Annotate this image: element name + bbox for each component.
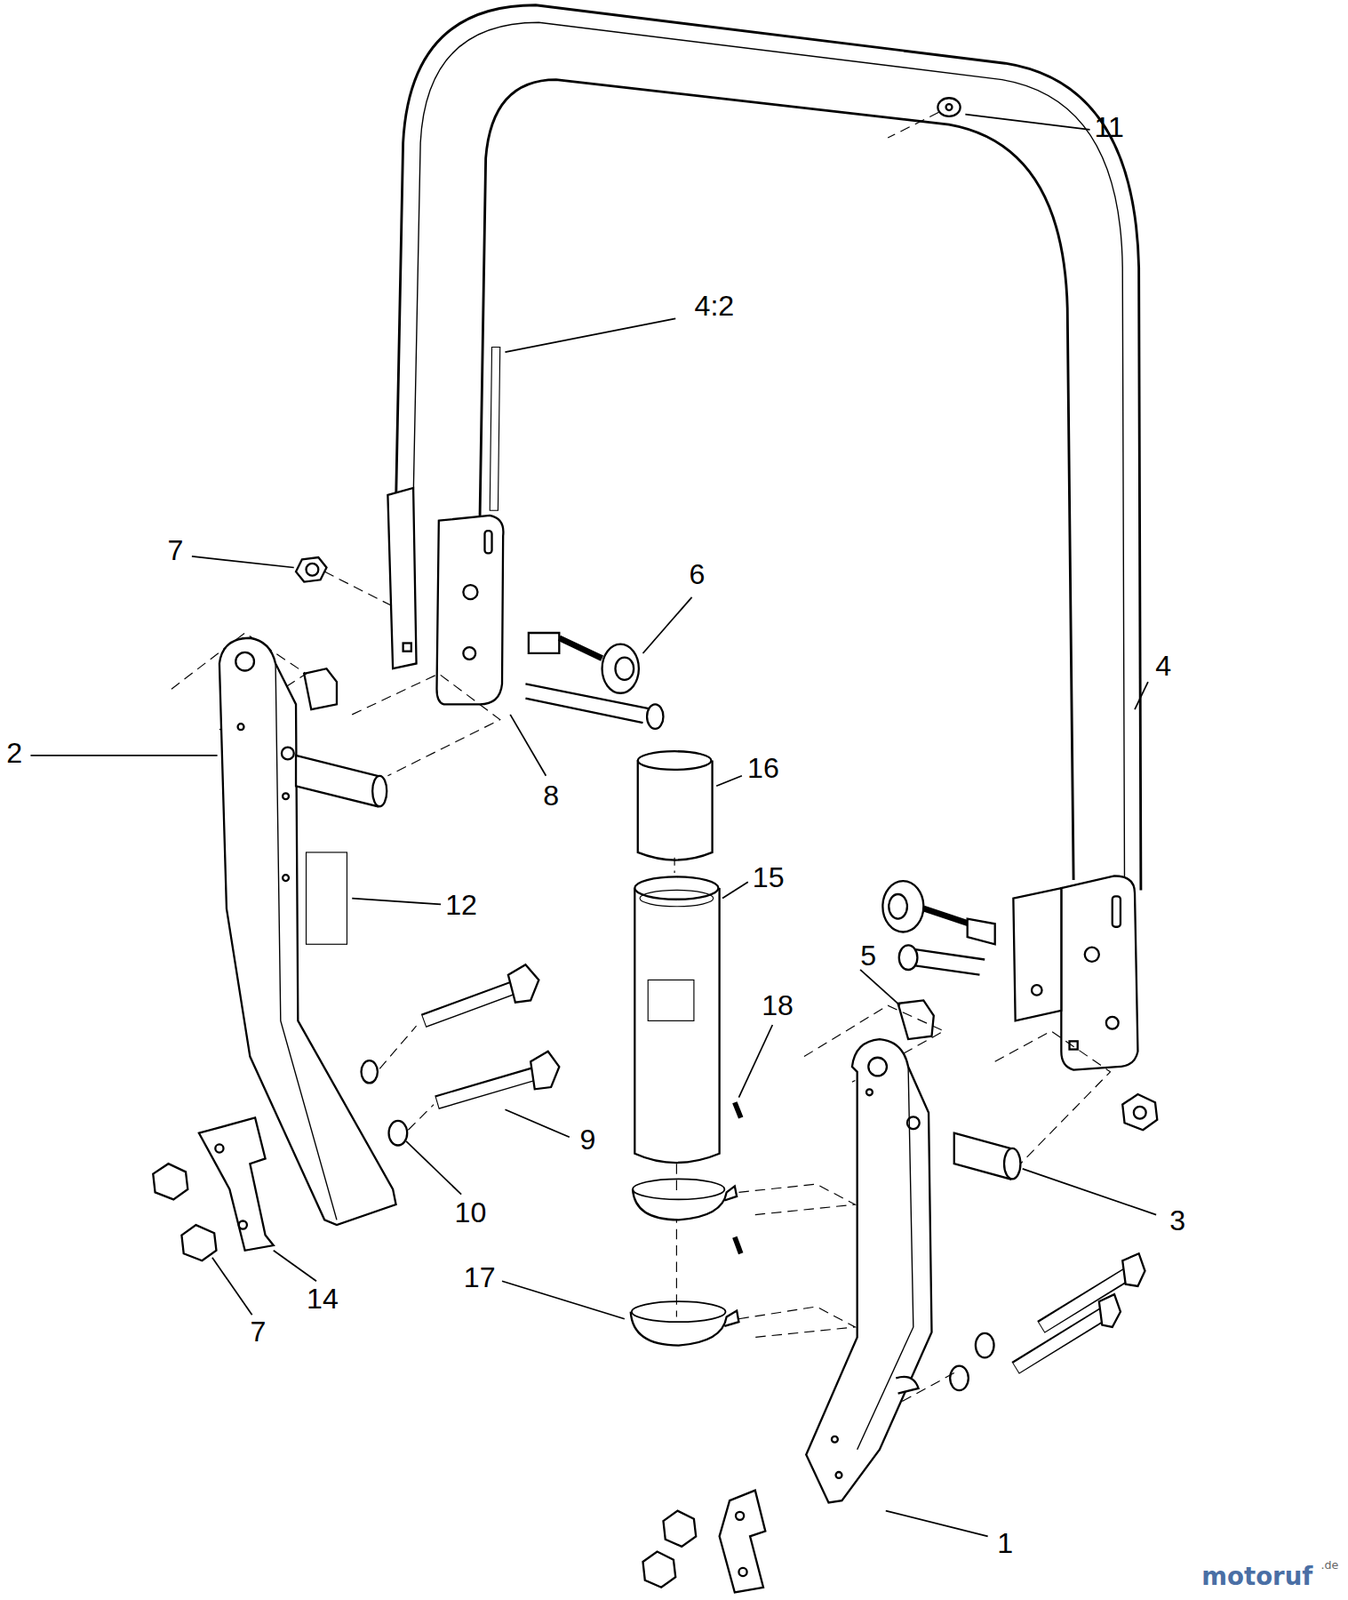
callout-number: 18 bbox=[761, 990, 794, 1020]
callout-number: 5 bbox=[860, 941, 877, 971]
callout-number: 17 bbox=[463, 1263, 496, 1293]
callout-number: 7 bbox=[250, 1317, 267, 1347]
callout-number: 16 bbox=[747, 754, 780, 783]
callout-number: 6 bbox=[688, 559, 705, 589]
callout-number: 7 bbox=[167, 536, 184, 566]
callout-number: 8 bbox=[542, 781, 559, 811]
callout-number: 4 bbox=[1155, 652, 1172, 681]
callout-number: 2 bbox=[6, 738, 23, 767]
watermark: .de bbox=[1320, 1558, 1339, 1571]
callout-number: 9 bbox=[580, 1125, 597, 1155]
callout-number: 15 bbox=[752, 863, 785, 893]
callout-number: 10 bbox=[454, 1197, 487, 1227]
callout-number: 12 bbox=[445, 891, 478, 920]
callout-number: 11 bbox=[1094, 112, 1125, 142]
callout-number: 14 bbox=[306, 1284, 339, 1314]
callout-number: 4:2 bbox=[694, 291, 735, 320]
callout-number: 1 bbox=[997, 1528, 1013, 1557]
callout-number: 3 bbox=[1169, 1205, 1186, 1235]
watermark: motoruf bbox=[1201, 1563, 1313, 1589]
